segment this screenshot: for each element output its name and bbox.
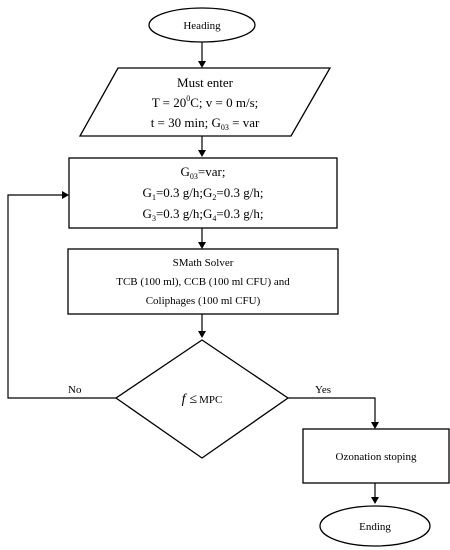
solver-line-1: SMath Solver (173, 257, 234, 269)
params-box: G03=var; G1=0.3 g/h;G2=0.3 g/h; G3=0.3 g… (68, 157, 338, 229)
solver-line-3: Coliphages (100 ml CFU) (146, 295, 261, 307)
solver-line-2: TCB (100 ml), CCB (100 ml CFU) and (116, 276, 290, 288)
ozonation-stop-box: Ozonation stoping (302, 428, 450, 484)
arrow-start-input (198, 42, 206, 68)
arrow-stop-end (371, 483, 379, 504)
yes-branch-arrow: Yes (288, 384, 379, 429)
params-line-3: G3=0.3 g/h;G4=0.3 g/h; (143, 206, 264, 223)
params-line-1: G03=var; (181, 164, 226, 181)
arrow-params-solver (198, 228, 206, 249)
params-line-2: G1=0.3 g/h;G2=0.3 g/h; (143, 185, 264, 202)
start-label: Heading (183, 20, 221, 32)
arrow-input-params (198, 136, 206, 157)
decision-diamond: f≤MPC (114, 339, 290, 459)
yes-label: Yes (315, 384, 331, 396)
input-parallelogram: Must enter T = 200C; v = 0 m/s; t = 30 m… (78, 67, 332, 137)
end-label: Ending (359, 521, 391, 533)
solver-box: SMath Solver TCB (100 ml), CCB (100 ml C… (67, 248, 339, 315)
start-terminal: Heading (148, 7, 256, 43)
input-line-3: t = 30 min; G03 = var (151, 115, 260, 132)
arrow-solver-decision (198, 314, 206, 338)
end-terminal: Ending (319, 505, 431, 547)
input-line-2: T = 200C; v = 0 m/s; (152, 94, 259, 110)
ozonation-stop-label: Ozonation stoping (336, 451, 417, 463)
no-label: No (68, 384, 82, 396)
no-branch-arrow: No (7, 191, 116, 399)
input-line-1: Must enter (177, 75, 234, 90)
decision-label: f≤MPC (182, 392, 223, 407)
